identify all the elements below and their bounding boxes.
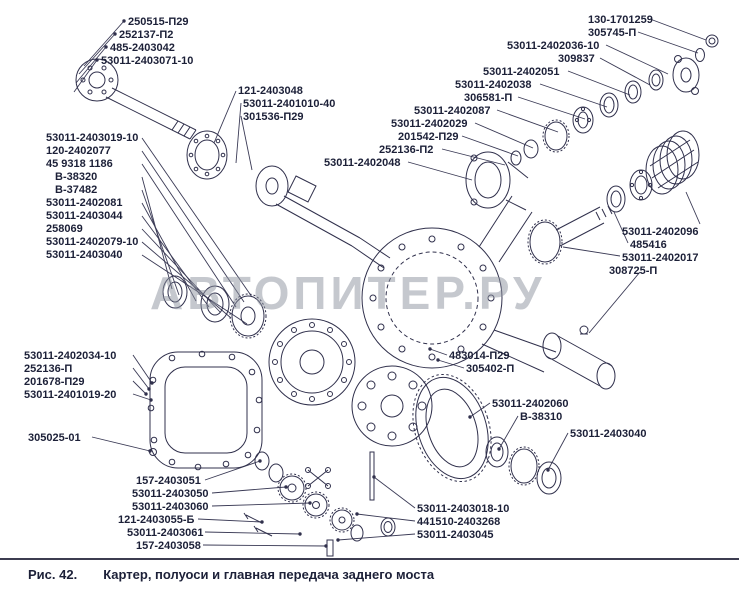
- part-number-label: 305745-П: [588, 27, 637, 39]
- part-number-label: 53011-2403040: [570, 428, 647, 440]
- part-number-label: 306581-П: [464, 92, 513, 104]
- drive-pinion: [527, 169, 653, 265]
- part-number-label: 53011-2403050: [132, 488, 209, 500]
- part-number-label: В-38310: [520, 411, 563, 423]
- part-number-label: 121-2403048: [238, 85, 303, 97]
- part-number-label: 157-2403058: [136, 540, 201, 552]
- part-number-label: 258069: [46, 223, 83, 235]
- axle-shaft-right: [255, 165, 391, 269]
- part-number-label: 252136-П: [24, 363, 73, 375]
- side-tube: [542, 325, 616, 390]
- part-number-label: В-38320: [55, 171, 98, 183]
- part-number-label: 53011-2402087: [414, 105, 491, 117]
- part-number-label: 130-1701259: [588, 14, 653, 26]
- differential-bearings: [485, 436, 562, 495]
- part-number-label: 252136-П2: [379, 144, 434, 156]
- part-number-label: 53011-2403071-10: [101, 55, 194, 67]
- axle-housing: [361, 195, 557, 373]
- part-number-label: 53011-2402017: [622, 252, 699, 264]
- figure-caption: Рис. 42. Картер, полуоси и главная переда…: [28, 567, 434, 582]
- part-number-label: 157-2403051: [136, 475, 201, 487]
- part-number-label: 53011-2402038: [455, 79, 532, 91]
- axle-shaft-flange-left: [75, 58, 197, 140]
- part-number-label: 301536-П29: [243, 111, 304, 123]
- part-number-label: 53011-2402060: [492, 398, 569, 410]
- part-number-label: 53011-2403019-10: [46, 132, 139, 144]
- axle-gasket-ring: [186, 130, 228, 180]
- part-number-label: 53011-2403045: [417, 529, 494, 541]
- flange-yoke: [672, 34, 719, 95]
- part-number-label: 309837: [558, 53, 595, 65]
- part-number-label: 53011-2402036-10: [507, 40, 600, 52]
- pinion-bearing-housing: [465, 151, 529, 211]
- part-number-label: 483014-П29: [449, 350, 510, 362]
- differential-case: [351, 365, 433, 447]
- part-number-label: 53011-2402081: [46, 197, 123, 209]
- part-number-label: 53011-2402029: [391, 118, 468, 130]
- part-number-label: 485416: [630, 239, 667, 251]
- part-number-label: 308725-П: [609, 265, 658, 277]
- caption-divider: [0, 558, 739, 560]
- crown-gear: [412, 373, 492, 483]
- part-number-label: 53011-2403018-10: [417, 503, 510, 515]
- part-number-label: 53011-2402051: [483, 66, 560, 78]
- part-number-label: В-37482: [55, 184, 98, 196]
- part-number-label: 250515-П29: [128, 16, 189, 28]
- part-number-label: 120-2402077: [46, 145, 111, 157]
- spider-gear-set: [243, 451, 396, 557]
- part-number-label: 121-2403055-Б: [118, 514, 195, 526]
- figure-title: Картер, полуоси и главная передача задне…: [103, 567, 435, 582]
- part-number-label: 53011-2403060: [132, 501, 209, 513]
- differential-cover: [268, 318, 356, 406]
- part-number-label: 53011-2403040: [46, 249, 123, 261]
- hub-seal-group: [162, 275, 267, 339]
- pinion-parts-cascade: [510, 69, 664, 166]
- part-number-label: 201678-П29: [24, 376, 85, 388]
- part-number-label: 53011-2402096: [622, 226, 699, 238]
- part-number-label: 53011-2403061: [127, 527, 204, 539]
- part-number-label: 53011-2401010-40: [243, 98, 336, 110]
- part-number-label: 201542-П29: [398, 131, 459, 143]
- part-number-label: 53011-2402048: [324, 157, 401, 169]
- figure-number: Рис. 42.: [28, 567, 78, 582]
- housing-gasket: [147, 350, 263, 471]
- part-number-label: 45 9318 1186: [46, 158, 113, 170]
- part-number-label: 485-2403042: [110, 42, 175, 54]
- part-number-label: 53011-2403044: [46, 210, 123, 222]
- ribbed-bearing-stack: [645, 130, 700, 195]
- part-number-label: 252137-П2: [119, 29, 174, 41]
- leader-dots: [95, 19, 550, 548]
- part-number-label: 53011-2401019-20: [24, 389, 117, 401]
- part-number-label: 305402-П: [466, 363, 515, 375]
- part-number-label: 53011-2402034-10: [24, 350, 117, 362]
- part-number-label: 441510-2403268: [417, 516, 501, 528]
- part-number-label: 305025-01: [28, 432, 81, 444]
- part-number-label: 53011-2402079-10: [46, 236, 139, 248]
